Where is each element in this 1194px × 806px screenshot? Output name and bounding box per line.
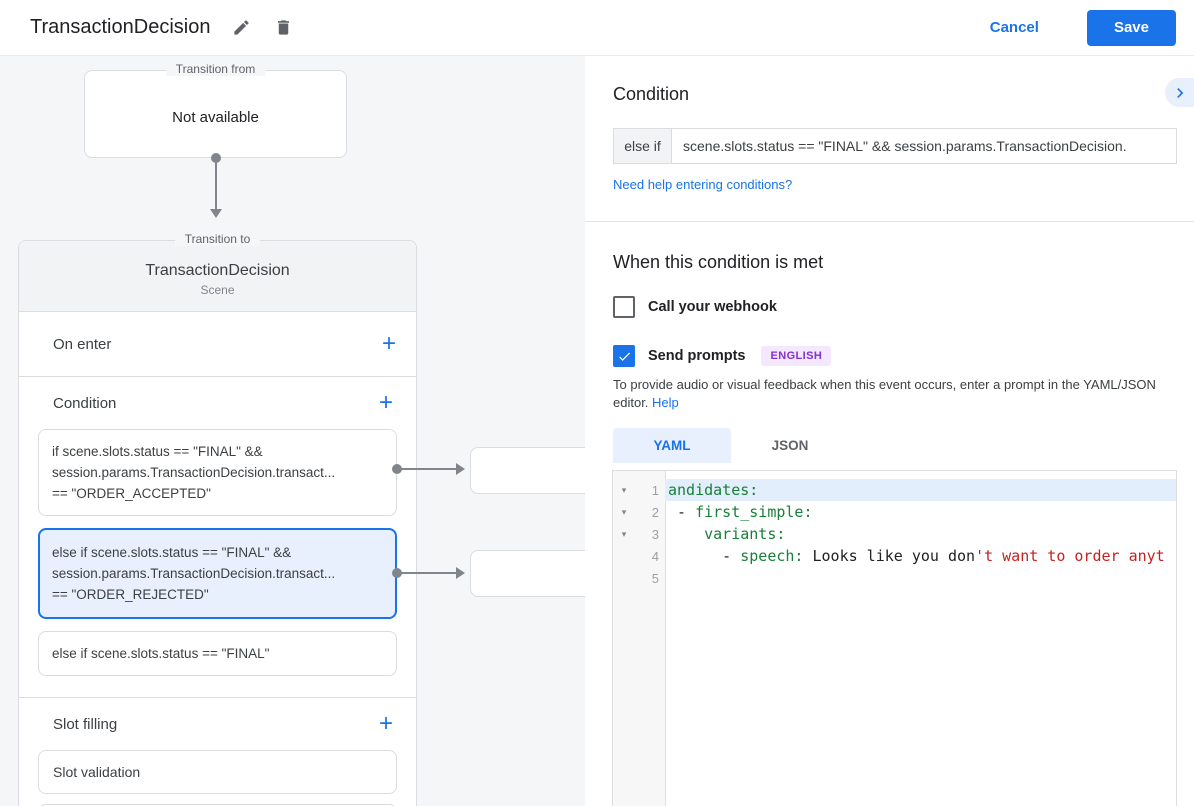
condition-expression-row: else if xyxy=(613,128,1177,164)
scene-name: TransactionDecision xyxy=(145,262,290,279)
scene-diagram-canvas: Transition from Not available Transition… xyxy=(0,56,585,806)
condition-section-header: Condition + xyxy=(38,377,397,429)
condition-card-list: if scene.slots.status == "FINAL" &&sessi… xyxy=(38,429,397,676)
slot-filling-section: Slot filling + Slot validation xyxy=(19,698,416,806)
connector-dot xyxy=(392,568,402,578)
slot-card[interactable]: Slot validation xyxy=(38,750,397,794)
connector-line xyxy=(400,572,457,574)
condition-expression-input[interactable] xyxy=(672,128,1177,164)
panel-title: Condition xyxy=(613,84,690,104)
connector-line xyxy=(400,468,457,470)
transition-to-legend: Transition to xyxy=(174,232,261,246)
edit-title-button[interactable] xyxy=(230,17,252,39)
transition-from-box[interactable]: Transition from Not available xyxy=(84,62,347,158)
yaml-editor[interactable]: ▾ 1 andidates: ▾ 2 - first_simple: ▾ 3 variant… xyxy=(612,470,1177,806)
cancel-button[interactable]: Cancel xyxy=(984,18,1045,37)
conditions-help-link[interactable]: Need help entering conditions? xyxy=(613,177,793,192)
editor-line[interactable]: ▾ 1 andidates: xyxy=(613,479,1176,501)
line-number: 2 xyxy=(651,504,659,520)
line-code: andidates: xyxy=(665,479,1176,501)
line-code: - speech: Looks like you don't want to o… xyxy=(668,547,1165,565)
editor-line[interactable]: 5 xyxy=(613,567,1176,589)
editor-line[interactable]: ▾ 3 variants: xyxy=(613,523,1176,545)
pencil-icon xyxy=(232,18,251,37)
connector-dot xyxy=(392,464,402,474)
slot-filling-label: Slot filling xyxy=(53,715,118,733)
add-on-enter-button[interactable]: + xyxy=(381,330,396,357)
trash-icon xyxy=(274,18,293,37)
line-number: 1 xyxy=(651,482,659,498)
add-condition-button[interactable]: + xyxy=(378,389,393,416)
condition-card[interactable]: else if scene.slots.status == "FINAL" xyxy=(38,631,397,676)
slot-filling-header: Slot filling + xyxy=(38,698,397,750)
arrow-down-icon xyxy=(210,209,222,218)
prompt-help-link[interactable]: Help xyxy=(652,395,679,410)
else-if-label: else if xyxy=(613,128,672,164)
when-condition-met-title: When this condition is met xyxy=(613,252,824,272)
editor-line[interactable]: ▾ 2 - first_simple: xyxy=(613,501,1176,523)
condition-detail-panel: Condition else if Need help entering con… xyxy=(585,56,1194,806)
prompt-help-body: To provide audio or visual feedback when… xyxy=(613,377,1156,410)
connector-line xyxy=(215,160,217,210)
line-code: - first_simple: xyxy=(668,503,813,521)
line-code: variants: xyxy=(704,525,786,543)
condition-section-label: Condition xyxy=(53,394,117,412)
line-number: 3 xyxy=(651,526,659,542)
editor-line[interactable]: 4 - speech: Looks like you don't want to… xyxy=(613,545,1176,567)
transition-from-legend: Transition from xyxy=(165,62,266,76)
prompt-help-text: To provide audio or visual feedback when… xyxy=(613,376,1179,412)
line-code xyxy=(665,567,1176,589)
call-webhook-row: Call your webhook xyxy=(613,296,777,318)
transition-target-box[interactable] xyxy=(470,550,585,597)
webhook-label: Call your webhook xyxy=(648,299,777,315)
send-prompts-row: Send prompts ENGLISH xyxy=(613,345,832,367)
line-number: 5 xyxy=(651,570,659,586)
transition-target-box[interactable] xyxy=(470,447,585,494)
on-enter-label: On enter xyxy=(53,335,112,353)
editor-lines: ▾ 1 andidates: ▾ 2 - first_simple: ▾ 3 variant… xyxy=(613,471,1176,589)
editor-gutter xyxy=(613,471,666,806)
top-bar: TransactionDecision Cancel Save xyxy=(0,0,1194,56)
arrow-right-icon xyxy=(456,463,465,475)
collapse-panel-button[interactable] xyxy=(1165,78,1194,107)
page-title: TransactionDecision xyxy=(30,16,211,38)
condition-card-selected[interactable]: else if scene.slots.status == "FINAL" &&… xyxy=(38,528,397,619)
add-slot-button[interactable]: + xyxy=(378,710,393,737)
connector-dot xyxy=(211,153,221,163)
condition-card[interactable]: if scene.slots.status == "FINAL" &&sessi… xyxy=(38,429,397,516)
fold-arrow-icon[interactable]: ▾ xyxy=(621,528,627,539)
slot-card-list: Slot validation xyxy=(38,750,397,794)
send-prompts-label: Send prompts xyxy=(648,348,746,364)
scene-type-label: Scene xyxy=(200,283,235,297)
transition-to-box: Transition to TransactionDecision Scene … xyxy=(18,232,417,806)
condition-section: Condition + if scene.slots.status == "FI… xyxy=(19,377,416,698)
on-enter-row[interactable]: On enter + xyxy=(19,312,416,377)
language-badge: ENGLISH xyxy=(761,346,832,366)
webhook-checkbox[interactable] xyxy=(613,296,635,318)
chevron-right-icon xyxy=(1170,83,1190,103)
fold-arrow-icon[interactable]: ▾ xyxy=(621,484,627,495)
scene-header[interactable]: TransactionDecision Scene xyxy=(19,241,416,312)
tab-json[interactable]: JSON xyxy=(771,438,809,453)
panel-divider xyxy=(585,221,1194,222)
transition-from-value: Not available xyxy=(172,109,259,126)
arrow-right-icon xyxy=(456,567,465,579)
save-button[interactable]: Save xyxy=(1086,9,1176,46)
tab-yaml[interactable]: YAML xyxy=(613,428,731,463)
send-prompts-checkbox[interactable] xyxy=(613,345,635,367)
check-icon xyxy=(617,349,632,364)
delete-scene-button[interactable] xyxy=(272,17,294,39)
editor-tabs: YAML JSON xyxy=(613,428,849,463)
fold-arrow-icon[interactable]: ▾ xyxy=(621,506,627,517)
line-number: 4 xyxy=(651,548,659,564)
